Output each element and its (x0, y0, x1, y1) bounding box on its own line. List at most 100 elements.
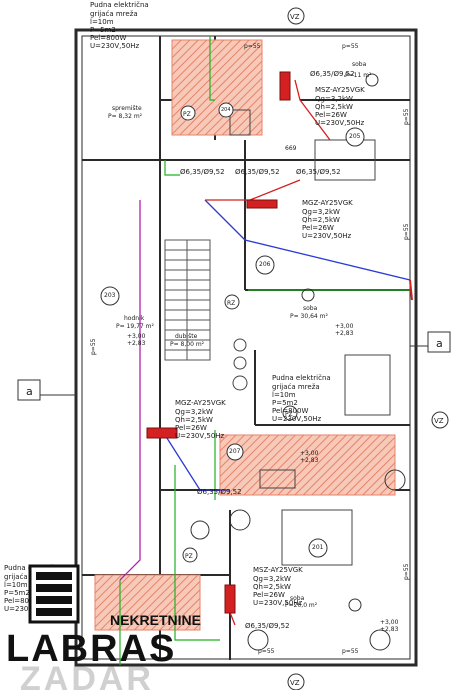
svg-text:U=230V,50Hz: U=230V,50Hz (272, 415, 322, 423)
svg-text:Qh=2,5kW: Qh=2,5kW (175, 416, 213, 424)
svg-text:spremište: spremište (112, 105, 142, 112)
svg-text:Pel=26W: Pel=26W (175, 424, 207, 432)
svg-text:P= 8,00 m²: P= 8,00 m² (170, 341, 205, 348)
indoor-unit-2 (246, 199, 278, 209)
svg-text:l=10m: l=10m (4, 581, 28, 589)
svg-text:MSZ-AY25VGK: MSZ-AY25VGK (253, 566, 303, 574)
svg-text:+3,00: +3,00 (300, 450, 319, 457)
svg-text:P=11 m²: P=11 m² (345, 72, 372, 79)
svg-text:MGZ-AY25VGK: MGZ-AY25VGK (175, 399, 226, 407)
svg-text:Qg=3,2kW: Qg=3,2kW (315, 95, 353, 103)
svg-text:Qg=3,2kW: Qg=3,2kW (253, 575, 291, 583)
svg-text:Pudna električna: Pudna električna (90, 1, 149, 9)
outer-walls (74, 28, 418, 667)
room-tag-201: 201 (312, 544, 324, 551)
svg-text:dubište: dubište (175, 333, 198, 340)
annotation-top: Pudna električna grijaća mreža l=10m P=5… (90, 1, 149, 50)
svg-text:+3,00: +3,00 (127, 333, 146, 340)
level-marker-1: +3,00 +2,83 (127, 333, 146, 347)
svg-text:Pel=800W: Pel=800W (90, 34, 126, 42)
green-wires (119, 36, 410, 665)
room-tag-207: 207 (229, 448, 241, 455)
p55-label: p=55 (403, 223, 410, 240)
pipe-runs (119, 79, 413, 626)
pipe-label-3: Ø6,35/Ø9,52 (235, 168, 280, 176)
unit-1-spec: MSZ-AY25VGK Qg=3,2kW Qh=2,5kW Pel=26W U=… (315, 86, 365, 127)
logo-word-nekretnine: NEKRETNINE (110, 612, 202, 628)
svg-text:+2,83: +2,83 (300, 457, 319, 464)
unit-2-spec: MGZ-AY25VGK Qg=3,2kW Qh=2,5kW Pel=26W U=… (302, 199, 353, 240)
svg-text:MSZ-AY25VGK: MSZ-AY25VGK (315, 86, 365, 94)
room-hodnik: hodnik P= 19,77 m² (116, 315, 154, 330)
pipe-label-6: Ø6,35/Ø9,52 (245, 622, 290, 630)
room-dubiste: dubište P= 8,00 m² (170, 333, 205, 348)
svg-text:Pudna električna: Pudna električna (272, 374, 331, 382)
annotation-mid: Pudna električna grijaća mreža l=10m P=5… (272, 374, 331, 423)
vz-top-label: VZ (290, 13, 300, 21)
p55-label: p=55 (244, 43, 261, 50)
level-marker-3: +3,00 +2,83 (380, 619, 399, 633)
vent-markers (180, 7, 449, 690)
svg-text:Pel=800W: Pel=800W (272, 407, 308, 415)
unit-3-spec: MGZ-AY25VGK Qg=3,2kW Qh=2,5kW Pel=26W U=… (175, 399, 226, 440)
p55-label: p=55 (403, 108, 410, 125)
svg-text:P=20,0 m²: P=20,0 m² (285, 602, 318, 609)
room-soba-top: soba P=11 m² (345, 61, 372, 79)
svg-text:+2,83: +2,83 (127, 340, 146, 347)
room-soba-low: soba P=20,0 m² (285, 595, 318, 609)
pipe-label-1: Ø6,35/Ø9,52 (310, 70, 355, 78)
svg-text:+2,83: +2,83 (335, 330, 354, 337)
vz-bottom-label: VZ (290, 679, 300, 687)
svg-text:Qh=2,5kW: Qh=2,5kW (315, 103, 353, 111)
section-label-left: a (26, 385, 33, 398)
room-tag-203-box (100, 102, 365, 558)
pz-low-label: PZ (185, 553, 193, 560)
pipe-label-5: Ø6,35/Ø9,52 (197, 488, 242, 496)
section-marker-left (17, 379, 76, 401)
svg-text:grijaća mreža: grijaća mreža (4, 573, 52, 581)
building-logo-icon (28, 564, 80, 624)
room-tag-206: 206 (259, 261, 271, 268)
svg-text:+3,00: +3,00 (335, 323, 354, 330)
svg-text:MGZ-AY25VGK: MGZ-AY25VGK (302, 199, 353, 207)
floor-heating-area-top (171, 39, 263, 136)
svg-text:soba: soba (352, 61, 367, 68)
p55-label: p=55 (403, 563, 410, 580)
svg-text:+2,83: +2,83 (380, 626, 399, 633)
pipe-label-2: Ø6,35/Ø9,52 (180, 168, 225, 176)
pz-mid-label: PZ (285, 411, 293, 418)
svg-text:Qh=2,5kW: Qh=2,5kW (302, 216, 340, 224)
svg-text:Pel=26W: Pel=26W (315, 111, 347, 119)
logo-word-labras: LABRAS (6, 628, 177, 670)
room-tag-205: 205 (349, 133, 361, 140)
room-soba-mid: soba P= 30,64 m² (290, 305, 328, 320)
svg-text:l=10m: l=10m (90, 18, 114, 26)
svg-text:P= 30,64 m²: P= 30,64 m² (290, 313, 328, 320)
svg-text:U=230V,50Hz: U=230V,50Hz (253, 599, 303, 607)
svg-text:U=230V,50Hz: U=230V,50Hz (315, 119, 365, 127)
svg-text:Pel=26W: Pel=26W (302, 224, 334, 232)
floor-heating-area-bottom (94, 574, 201, 631)
indoor-unit-3 (146, 427, 178, 439)
svg-text:grijaća mreža: grijaća mreža (90, 10, 138, 18)
level-marker-2: +3,00 +2,83 (335, 323, 354, 337)
pz-top-label: PZ (183, 111, 191, 118)
vz-right-label: VZ (434, 417, 444, 425)
p55-label: p=55 (342, 648, 359, 655)
svg-text:Pel=26W: Pel=26W (253, 591, 285, 599)
pipe-label-4: Ø6,35/Ø9,52 (296, 168, 341, 176)
svg-text:grijaća mreža: grijaća mreža (272, 383, 320, 391)
svg-text:P= 8,32 m²: P= 8,32 m² (108, 113, 143, 120)
svg-text:Qh=2,5kW: Qh=2,5kW (253, 583, 291, 591)
section-label-right: a (436, 337, 443, 350)
dimension-669: 669 (285, 145, 297, 152)
floor-heating-area-mid (219, 434, 396, 496)
svg-text:+3,00: +3,00 (380, 619, 399, 626)
svg-text:Pel=800W: Pel=800W (4, 597, 40, 605)
stairs (164, 239, 211, 361)
svg-text:Qg=3,2kW: Qg=3,2kW (302, 208, 340, 216)
indoor-units (146, 71, 291, 614)
svg-text:l=10m: l=10m (272, 391, 296, 399)
svg-text:Qg=3,2kW: Qg=3,2kW (175, 408, 213, 416)
